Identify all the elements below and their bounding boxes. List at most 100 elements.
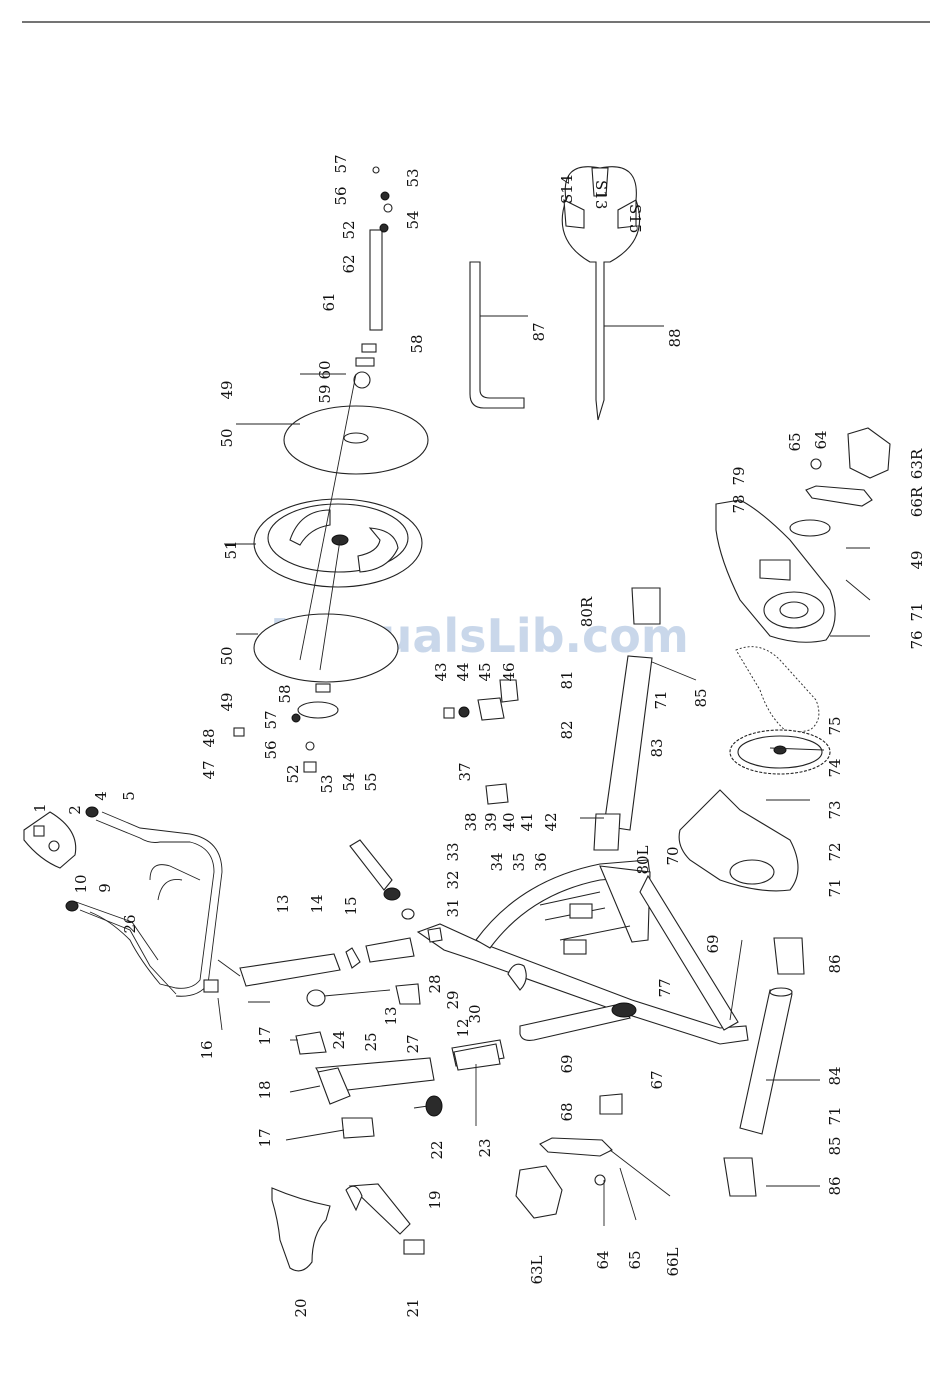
adjustment-knob xyxy=(413,1095,443,1117)
leader-lines xyxy=(217,315,871,1226)
part-number-36: 36 xyxy=(532,852,550,871)
handlebar xyxy=(65,806,223,997)
part-number-13b: 13 xyxy=(382,1006,400,1025)
part-number-58b: 58 xyxy=(276,684,294,703)
part-number-25: 25 xyxy=(362,1032,380,1051)
part-number-9: 9 xyxy=(96,883,114,893)
part-number-37: 37 xyxy=(456,762,474,781)
part-number-53b: 53 xyxy=(318,774,336,793)
part-number-56b: 56 xyxy=(262,740,280,759)
part-number-43: 43 xyxy=(432,662,450,681)
part-number-40: 40 xyxy=(500,812,518,831)
part-number-13a: 13 xyxy=(274,894,292,913)
part-number-59: 59 xyxy=(316,384,334,403)
part-number-57a: 57 xyxy=(332,154,350,173)
part-number-14: 14 xyxy=(308,894,326,913)
part-number-44: 44 xyxy=(454,662,472,681)
allen-key xyxy=(469,261,525,409)
part-number-77: 77 xyxy=(656,978,674,997)
end-cap xyxy=(403,1239,425,1255)
part-number-17a: 17 xyxy=(256,1026,274,1045)
part-number-71c: 71 xyxy=(826,878,844,897)
part-number-48: 48 xyxy=(200,728,218,747)
part-number-47: 47 xyxy=(200,760,218,779)
part-number-2: 2 xyxy=(66,805,84,815)
part-number-18: 18 xyxy=(256,1080,274,1099)
part-number-10: 10 xyxy=(72,874,90,893)
part-number-63L: 63L xyxy=(528,1255,546,1284)
part-number-27: 27 xyxy=(404,1034,422,1053)
part-number-17b: 17 xyxy=(256,1128,274,1147)
handlebar-post xyxy=(203,937,415,993)
part-number-58a: 58 xyxy=(408,334,426,353)
part-number-46: 46 xyxy=(500,662,518,681)
part-number-74: 74 xyxy=(826,758,844,777)
part-number-76: 76 xyxy=(908,630,926,649)
wrench-size-s15: S15 xyxy=(626,204,644,233)
part-number-49c: 49 xyxy=(908,550,926,569)
right-crank-pedal xyxy=(789,427,891,537)
part-number-64b: 64 xyxy=(594,1250,612,1269)
part-number-1: 1 xyxy=(31,803,49,813)
part-number-52b: 52 xyxy=(284,764,302,783)
part-number-21: 21 xyxy=(404,1298,422,1317)
part-number-41: 41 xyxy=(518,812,536,831)
part-number-16: 16 xyxy=(198,1040,216,1059)
part-number-12: 12 xyxy=(454,1018,472,1037)
part-number-34: 34 xyxy=(488,852,506,871)
part-number-32: 32 xyxy=(444,870,462,889)
wrench-size-s14: S14 xyxy=(558,175,576,204)
part-number-86a: 86 xyxy=(826,954,844,973)
part-number-66L: 66L xyxy=(664,1247,682,1276)
chain xyxy=(735,646,820,735)
part-number-84: 84 xyxy=(826,1066,844,1085)
part-number-69a: 69 xyxy=(704,934,722,953)
part-number-86b: 86 xyxy=(826,1176,844,1195)
part-number-53a: 53 xyxy=(404,168,422,187)
wrench-size-s13: S13 xyxy=(592,180,610,209)
part-number-79: 79 xyxy=(730,466,748,485)
rear-stabilizer xyxy=(723,937,805,1197)
part-number-69b: 69 xyxy=(558,1054,576,1073)
part-number-4: 4 xyxy=(92,791,110,801)
part-number-80R: 80R xyxy=(578,596,596,627)
part-number-26: 26 xyxy=(121,914,139,933)
part-number-38: 38 xyxy=(462,812,480,831)
part-number-49a: 49 xyxy=(218,380,236,399)
part-number-65b: 65 xyxy=(626,1250,644,1269)
wrench-tool: S13 S14 S15 xyxy=(558,166,644,421)
part-number-67: 67 xyxy=(648,1070,666,1089)
part-number-50b: 50 xyxy=(218,646,236,665)
part-number-75: 75 xyxy=(826,716,844,735)
part-number-73: 73 xyxy=(826,800,844,819)
part-number-66R: 66R xyxy=(908,486,926,517)
part-number-71b: 71 xyxy=(652,690,670,709)
part-number-56a: 56 xyxy=(332,186,350,205)
lower-axle-parts xyxy=(233,683,339,773)
part-number-15: 15 xyxy=(342,896,360,915)
part-number-28: 28 xyxy=(426,974,444,993)
part-number-30: 30 xyxy=(466,1004,484,1023)
part-number-20: 20 xyxy=(292,1298,310,1317)
part-number-71a: 71 xyxy=(908,602,926,621)
part-number-54b: 54 xyxy=(340,772,358,791)
seat xyxy=(271,1187,331,1272)
part-number-54a: 54 xyxy=(404,210,422,229)
part-number-52a: 52 xyxy=(340,220,358,239)
front-stabilizer xyxy=(593,587,661,851)
seat-adjust-lever xyxy=(349,839,443,943)
part-number-81: 81 xyxy=(558,670,576,689)
chainring xyxy=(729,729,831,775)
part-number-57b: 57 xyxy=(262,710,280,729)
part-number-88: 88 xyxy=(666,328,684,347)
part-number-68: 68 xyxy=(558,1102,576,1121)
left-crank-pedal xyxy=(515,1093,623,1219)
flywheel-axle-stack xyxy=(353,166,393,389)
part-number-70: 70 xyxy=(664,846,682,865)
part-number-45: 45 xyxy=(476,662,494,681)
part-number-23: 23 xyxy=(476,1138,494,1157)
flywheel-cover-disc-lower xyxy=(253,613,399,683)
resistance-knob xyxy=(306,983,421,1007)
console xyxy=(23,811,77,869)
